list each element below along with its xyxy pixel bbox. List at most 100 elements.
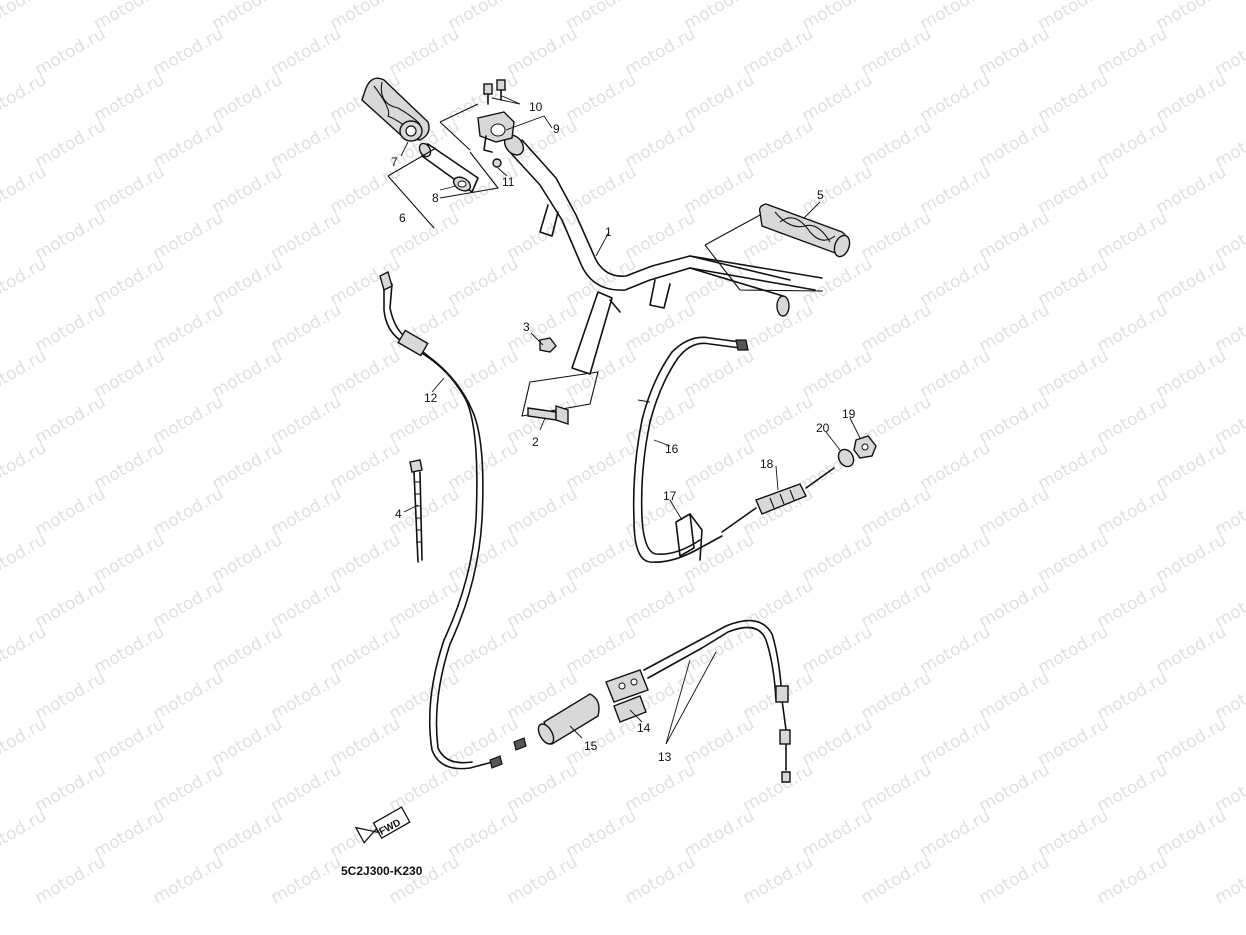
watermark-text: motod.ru bbox=[858, 668, 936, 724]
watermark-text: motod.ru bbox=[858, 208, 936, 264]
cable-bracket bbox=[675, 513, 703, 561]
watermark-text: motod.ru bbox=[209, 346, 287, 402]
watermark-text: motod.ru bbox=[327, 0, 405, 34]
watermark-text: motod.ru bbox=[1035, 714, 1113, 770]
watermark-text: motod.ru bbox=[327, 162, 405, 218]
watermark-text: motod.ru bbox=[681, 806, 759, 862]
watermark-text: motod.ru bbox=[445, 254, 523, 310]
throttle-housing bbox=[439, 103, 515, 153]
adjuster-nut bbox=[853, 435, 877, 459]
watermark-text: motod.ru bbox=[327, 254, 405, 310]
watermark-text: motod.ru bbox=[681, 714, 759, 770]
collar bbox=[452, 176, 472, 192]
watermark-text: motod.ru bbox=[209, 254, 287, 310]
watermark-text: motod.ru bbox=[917, 0, 995, 34]
watermark-text: motod.ru bbox=[0, 254, 50, 310]
watermark-text: motod.ru bbox=[917, 254, 995, 310]
watermark-text: motod.ru bbox=[976, 300, 1054, 356]
callout-labels: 1 2 3 4 5 6 7 8 9 10 11 12 13 14 15 16 1… bbox=[391, 100, 856, 764]
watermark-text: motod.ru bbox=[976, 576, 1054, 632]
watermark-text: motod.ru bbox=[976, 760, 1054, 816]
watermark-text: motod.ru bbox=[327, 714, 405, 770]
cable-tie bbox=[409, 459, 423, 563]
watermark-text: motod.ru bbox=[209, 0, 287, 34]
watermark-text: motod.ru bbox=[91, 162, 169, 218]
watermark-text: motod.ru bbox=[917, 530, 995, 586]
watermark-text: motod.ru bbox=[209, 714, 287, 770]
watermark-text: motod.ru bbox=[0, 438, 50, 494]
small-nut bbox=[492, 158, 502, 168]
watermark-text: motod.ru bbox=[386, 760, 464, 816]
throttle-tube bbox=[387, 142, 499, 229]
watermark-text: motod.ru bbox=[1094, 576, 1172, 632]
callout-8: 8 bbox=[432, 191, 439, 205]
watermark-text: motod.ru bbox=[504, 392, 582, 448]
watermark-text: motod.ru bbox=[91, 438, 169, 494]
watermark-text: motod.ru bbox=[1153, 530, 1231, 586]
watermark-text: motod.ru bbox=[622, 852, 700, 908]
leader-lines bbox=[400, 95, 861, 745]
watermark-text: motod.ru bbox=[563, 622, 641, 678]
watermark-text: motod.ru bbox=[858, 760, 936, 816]
callout-14: 14 bbox=[637, 721, 651, 735]
watermark-text: motod.ru bbox=[563, 806, 641, 862]
callout-18: 18 bbox=[760, 457, 774, 471]
watermark-text: motod.ru bbox=[1094, 668, 1172, 724]
watermark-text: motod.ru bbox=[1153, 622, 1231, 678]
watermark-text: motod.ru bbox=[150, 852, 228, 908]
callout-7: 7 bbox=[391, 155, 398, 169]
watermark-text: motod.ru bbox=[150, 576, 228, 632]
throttle-cable bbox=[379, 270, 527, 770]
watermark-text: motod.ru bbox=[1094, 116, 1172, 172]
watermark-text: motod.ru bbox=[799, 714, 877, 770]
watermark-text: motod.ru bbox=[1153, 0, 1231, 34]
watermark-text: motod.ru bbox=[622, 576, 700, 632]
watermark-text: motod.ru bbox=[740, 852, 818, 908]
watermark-text: motod.ru bbox=[917, 622, 995, 678]
watermark-text: motod.ru bbox=[1094, 852, 1172, 908]
watermark-text: motod.ru bbox=[150, 668, 228, 724]
watermark-text: motod.ru bbox=[1094, 484, 1172, 540]
callout-2: 2 bbox=[532, 435, 539, 449]
watermark-text: motod.ru bbox=[150, 300, 228, 356]
adjuster-rod bbox=[721, 467, 835, 533]
watermark-text: motod.ru bbox=[327, 530, 405, 586]
watermark-text: motod.ru bbox=[150, 392, 228, 448]
watermark-text: motod.ru bbox=[32, 852, 110, 908]
watermark-text: motod.ru bbox=[327, 346, 405, 402]
watermark-text: motod.ru bbox=[917, 346, 995, 402]
switch-assembly bbox=[605, 669, 649, 723]
watermark-text: motod.ru bbox=[1035, 622, 1113, 678]
watermark-text: motod.ru bbox=[917, 438, 995, 494]
callout-1: 1 bbox=[605, 225, 612, 239]
watermark-text: motod.ru bbox=[1094, 760, 1172, 816]
bolt bbox=[521, 371, 599, 425]
watermark-text: motod.ru bbox=[858, 484, 936, 540]
watermark-text: motod.ru bbox=[1035, 346, 1113, 402]
watermark-text: motod.ru bbox=[1153, 254, 1231, 310]
watermark-text: motod.ru bbox=[1153, 346, 1231, 402]
watermark-text: motod.ru bbox=[1153, 162, 1231, 218]
watermark-text: motod.ru bbox=[209, 622, 287, 678]
watermark-text: motod.ru bbox=[32, 24, 110, 80]
watermark-text: motod.ru bbox=[917, 806, 995, 862]
watermark-text: motod.ru bbox=[976, 668, 1054, 724]
watermark-text: motod.ru bbox=[976, 116, 1054, 172]
watermark-text: motod.ru bbox=[209, 806, 287, 862]
callout-17: 17 bbox=[663, 489, 677, 503]
watermark-text: motod.ru bbox=[209, 438, 287, 494]
watermark-text: motod.ru bbox=[504, 760, 582, 816]
watermark-text: motod.ru bbox=[1035, 438, 1113, 494]
watermark-text: motod.ru bbox=[1035, 162, 1113, 218]
watermark-text: motod.ru bbox=[32, 116, 110, 172]
watermark-text: motod.ru bbox=[1035, 530, 1113, 586]
watermark-text: motod.ru bbox=[32, 300, 110, 356]
watermark-text: motod.ru bbox=[268, 852, 346, 908]
watermark-text: motod.ru bbox=[1153, 438, 1231, 494]
watermark-text: motod.ru bbox=[445, 346, 523, 402]
watermark-text: motod.ru bbox=[799, 622, 877, 678]
watermark-text: motod.ru bbox=[32, 576, 110, 632]
callout-12: 12 bbox=[424, 391, 438, 405]
watermark-text: motod.ru bbox=[0, 162, 50, 218]
watermark-text: motod.ru bbox=[740, 24, 818, 80]
